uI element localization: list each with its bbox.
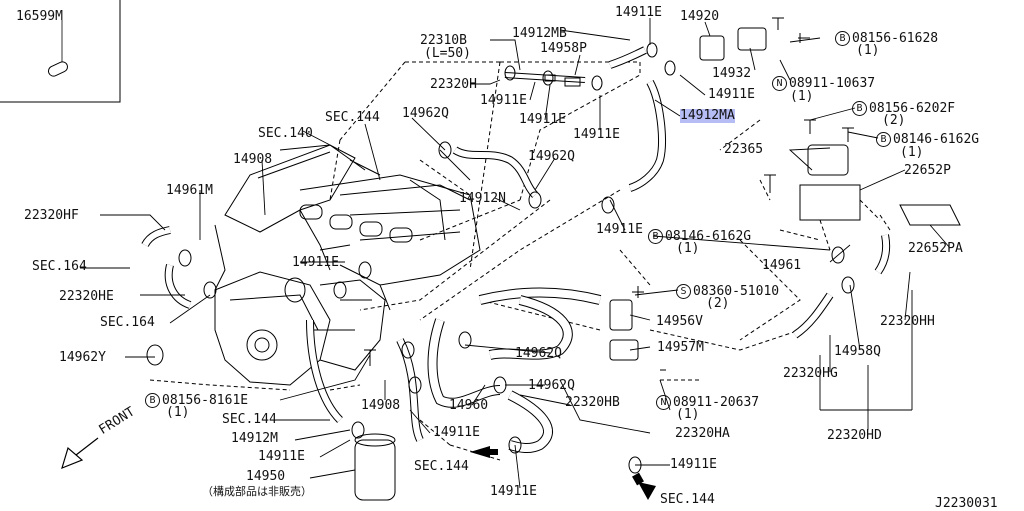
part-14956v: 14956V <box>656 314 703 329</box>
part-14912mb: 14912MB <box>512 26 567 41</box>
nut-symbol: N <box>772 76 787 91</box>
sec144-arrow-left <box>470 446 490 458</box>
part-22652pa: 22652PA <box>908 241 963 256</box>
part-22320h: 22320H <box>430 77 477 92</box>
part-14950: 14950 <box>246 469 286 484</box>
part-14911e-top: 14911E <box>615 5 662 20</box>
qty-08911-20637: (1) <box>676 407 700 422</box>
part-14911e-f: 14911E <box>292 255 339 270</box>
bolts <box>364 17 854 371</box>
hoses <box>141 46 891 453</box>
sec-164-b: SEC.164 <box>100 315 155 330</box>
arrows <box>61 437 656 500</box>
part-14961: 14961 <box>762 258 802 273</box>
part-14962q-c: 14962Q <box>515 346 562 361</box>
part-14962q-d: 14962Q <box>528 378 575 393</box>
part-14911e-h: 14911E <box>258 449 305 464</box>
part-22652p: 22652P <box>904 163 951 178</box>
clamps <box>146 42 855 474</box>
part-14912n: 14912N <box>459 191 506 206</box>
leader-dashes <box>149 61 891 461</box>
part-22320hg: 22320HG <box>783 366 838 381</box>
diagram-code: J2230031 <box>935 496 998 511</box>
part-22310b: 22310B <box>420 33 467 48</box>
sec-144-arrow-left-label: SEC.144 <box>414 459 469 474</box>
part-14920: 14920 <box>680 9 720 24</box>
engine-block <box>214 144 481 386</box>
sec-144-bottom: SEC.144 <box>660 492 715 507</box>
part-14962q-b: 14962Q <box>528 149 575 164</box>
part-22320hd: 22320HD <box>827 428 882 443</box>
part-22320hh: 22320HH <box>880 314 935 329</box>
qty-08156-8161e: (1) <box>166 405 190 420</box>
leaders <box>80 18 951 489</box>
front-arrow <box>61 446 84 470</box>
part-14911e-c: 14911E <box>573 127 620 142</box>
qty-08156-61628: (1) <box>856 43 880 58</box>
part-14960: 14960 <box>449 398 489 413</box>
bolt-symbol: B <box>835 31 850 46</box>
part-22320he: 22320HE <box>59 289 114 304</box>
part-14911e-j: 14911E <box>490 484 537 499</box>
part-14911e-g: 14911E <box>433 425 480 440</box>
sec-144-top: SEC.144 <box>325 110 380 125</box>
plug-part <box>47 61 69 77</box>
screw-symbol: S <box>676 284 691 299</box>
part-14961m: 14961M <box>166 183 213 198</box>
sec-144-mid: SEC.144 <box>222 412 277 427</box>
part-14911e-b: 14911E <box>519 112 566 127</box>
part-14912ma-highlight[interactable]: 14912MA <box>680 108 735 123</box>
part-14908-top: 14908 <box>233 152 273 167</box>
sec144-arrow-down <box>638 482 656 500</box>
part-14957m: 14957M <box>657 340 704 355</box>
part-22320ha: 22320HA <box>675 426 730 441</box>
part-14912m: 14912M <box>231 431 278 446</box>
part-22365: 22365 <box>724 142 764 157</box>
part-14958q: 14958Q <box>834 344 881 359</box>
qty-08146-6162g-top: (1) <box>900 145 924 160</box>
part-14962y: 14962Y <box>59 350 106 365</box>
part-14958p: 14958P <box>540 41 587 56</box>
qty-08156-6202f: (2) <box>882 113 906 128</box>
inset-frame <box>0 0 121 103</box>
qty-08911-10637: (1) <box>790 89 814 104</box>
sec-164-a: SEC.164 <box>32 259 87 274</box>
part-22310b-length: (L=50) <box>424 46 471 61</box>
non-sale-note: （構成部品は非販売） <box>202 485 312 498</box>
qty-08146-6162g-bottom: (1) <box>676 241 700 256</box>
part-22320hf: 22320HF <box>24 208 79 223</box>
part-14911e-i: 14911E <box>670 457 717 472</box>
part-14962q-a: 14962Q <box>402 106 449 121</box>
part-14911e-e: 14911E <box>596 222 643 237</box>
part-14908-bottom: 14908 <box>361 398 401 413</box>
part-14911e-a: 14911E <box>480 93 527 108</box>
part-22320hb: 22320HB <box>565 395 620 410</box>
part-14932: 14932 <box>712 66 752 81</box>
part-16599m: 16599M <box>16 9 63 24</box>
part-14911e-d: 14911E <box>708 87 755 102</box>
qty-08360-51010: (2) <box>706 296 730 311</box>
sec-140: SEC.140 <box>258 126 313 141</box>
